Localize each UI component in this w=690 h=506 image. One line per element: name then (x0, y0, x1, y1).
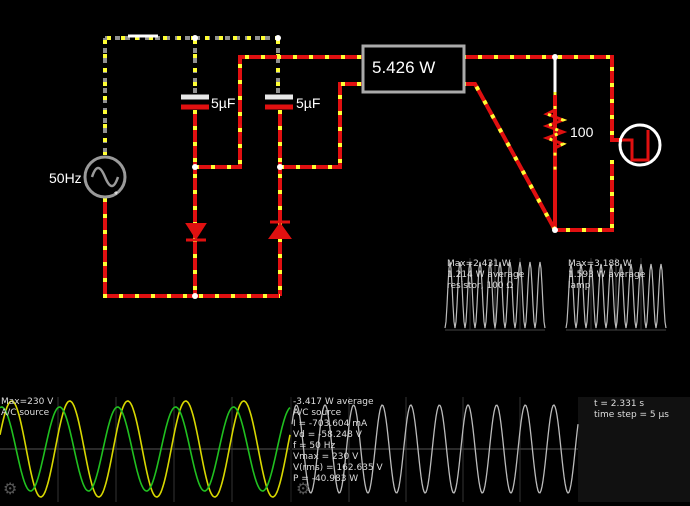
scope-source-name: A/C source (1, 408, 50, 418)
bottom-scope-plots[interactable] (0, 397, 690, 502)
scope-lamp-plot[interactable] (565, 258, 667, 331)
source-frequency: f = 50 Hz (293, 441, 336, 451)
capacitor-1-label: 5µF (211, 95, 236, 111)
resistor-label: 100 (570, 124, 594, 140)
source-vmax: Vmax = 230 V (293, 452, 359, 462)
source-power-trace (291, 404, 579, 494)
gear-icon[interactable]: ⚙ (3, 479, 18, 498)
source-voltage-trace (0, 400, 291, 498)
source-vrms: V(rms) = 162.635 V (293, 463, 383, 473)
current-wire-dots (103, 55, 622, 298)
source-name: A/C source (293, 408, 342, 418)
simulation-time: t = 2.331 s (594, 399, 645, 409)
scope-lamp-max: Max=3.188 W (568, 259, 632, 269)
scope-lamp-name: lamp (568, 281, 591, 291)
scope-resistor-name: resistor, 100 Ω (447, 281, 514, 291)
sine-wave-icon (90, 166, 120, 188)
scope-source-max: Max=230 V (1, 397, 54, 407)
scope-resistor-max: Max=2.431 W (447, 259, 511, 269)
source-power: P = -40.983 W (293, 474, 359, 484)
source-current: I = -703.604 mA (293, 419, 368, 429)
source-average-power: -3.417 W average (293, 397, 374, 407)
source-star-label: * (114, 190, 118, 201)
source-voltage-diff: Vd = -58.248 V (293, 430, 362, 440)
scope-lamp-average: 1.593 W average (568, 270, 646, 280)
capacitor-2-label: 5µF (296, 95, 321, 111)
wattmeter-reading: 5.426 W (372, 58, 436, 77)
circuit-canvas[interactable] (0, 0, 690, 397)
resistor[interactable] (542, 92, 568, 170)
diode-2[interactable] (268, 220, 292, 239)
junctions (192, 35, 558, 299)
diode-1[interactable] (185, 223, 207, 242)
scope-resistor-average: 1.214 W average (447, 270, 525, 280)
lamp-icon[interactable] (618, 123, 662, 167)
source-current-trace (0, 406, 291, 492)
wattmeter-box[interactable] (361, 44, 466, 94)
scope-resistor-plot[interactable] (444, 258, 546, 331)
ac-source[interactable] (83, 155, 127, 199)
capacitor-1[interactable] (181, 94, 209, 110)
gear-icon[interactable]: ⚙ (296, 479, 311, 498)
source-frequency-label: 50Hz (49, 170, 82, 186)
capacitor-2[interactable] (265, 94, 293, 110)
time-step: time step = 5 µs (594, 410, 669, 420)
